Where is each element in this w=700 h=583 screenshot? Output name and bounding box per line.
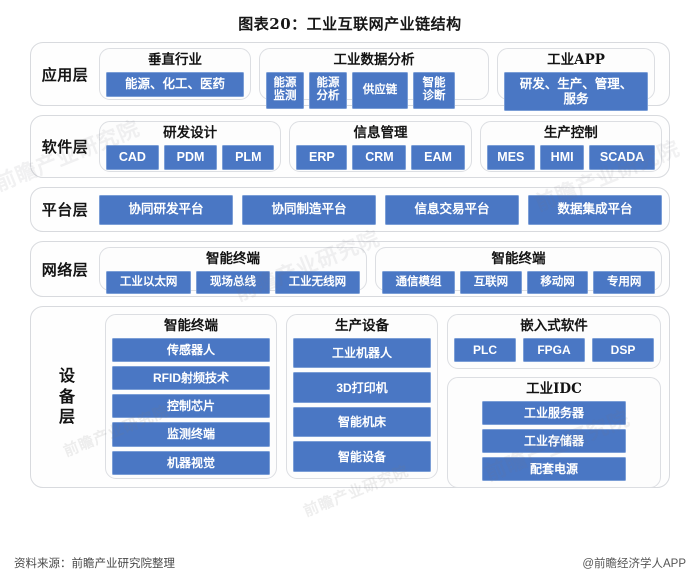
diagram-body: 应用层 垂直行业 能源、化工、医药 工业数据分析 能源 监测 能源 分析 供应链… [30, 42, 670, 489]
layer-label-char: 层 [58, 407, 77, 427]
source-note: 资料来源：前瞻产业研究院整理 [14, 558, 175, 570]
group-embedded-software: 嵌入式软件 PLC FPGA DSP [447, 314, 661, 370]
chip-sensor[interactable]: 传感器人 [112, 337, 270, 363]
group-information-management: 信息管理 ERP CRM EAM [289, 121, 472, 172]
chip-3d-printer[interactable]: 3D打印机 [293, 372, 431, 403]
chip-dsp[interactable]: DSP [592, 337, 654, 363]
group-industrial-data-analysis: 工业数据分析 能源 监测 能源 分析 供应链 智能 诊断 [259, 48, 489, 109]
chip-energy-monitoring[interactable]: 能源 监测 [266, 71, 304, 109]
chip-collaborative-manufacturing-platform[interactable]: 协同制造平台 [242, 194, 376, 225]
equipment-right-column: 嵌入式软件 PLC FPGA DSP 工业IDC 工业服务器 工业存储器 配套电… [447, 314, 661, 489]
group-rd-design: 研发设计 CAD PDM PLM [99, 121, 282, 172]
chip-plc[interactable]: PLC [454, 337, 516, 363]
group-title: 智能终端 [164, 318, 218, 334]
chip-smart-equipment[interactable]: 智能设备 [293, 441, 431, 472]
chip-rd-production-mgmt-service[interactable]: 研发、生产、管理、 服务 [504, 71, 648, 112]
group-smart-terminal-devices: 智能终端 传感器人 RFID射频技术 控制芯片 监测终端 机器视觉 [105, 314, 277, 479]
group-title: 工业数据分析 [333, 52, 415, 68]
layer-row-network: 网络层 智能终端 工业以太网 现场总线 工业无线网 智能终端 通信模组 互联网 … [30, 241, 670, 297]
chip-energy-chemical-pharma[interactable]: 能源、化工、医药 [106, 71, 244, 97]
group-vertical-industry: 垂直行业 能源、化工、医药 [99, 48, 251, 100]
chip-collaborative-rd-platform[interactable]: 协同研发平台 [99, 194, 233, 225]
brand-note: @前瞻经济学人APP [582, 558, 686, 570]
layer-label-software: 软件层 [41, 138, 89, 156]
chip-information-trading-platform[interactable]: 信息交易平台 [385, 194, 519, 225]
chip-industrial-robot[interactable]: 工业机器人 [293, 337, 431, 369]
chip-smart-machine-tool[interactable]: 智能机床 [293, 406, 431, 438]
chip-control-chip[interactable]: 控制芯片 [112, 394, 270, 419]
chip-crm[interactable]: CRM [352, 144, 407, 170]
chip-rfid-technology[interactable]: RFID射频技术 [112, 366, 270, 391]
chip-mobile-network[interactable]: 移动网 [526, 270, 589, 295]
chip-industrial-server[interactable]: 工业服务器 [482, 400, 626, 426]
page-title: 图表20：工业互联网产业链结构 [238, 15, 462, 33]
group-smart-terminal-wired: 智能终端 工业以太网 现场总线 工业无线网 [99, 247, 367, 295]
layer-label-application: 应用层 [41, 65, 89, 84]
chip-eam[interactable]: EAM [411, 144, 465, 170]
group-production-control: 生产控制 MES HMI SCADA [479, 121, 662, 172]
group-smart-terminal-network: 智能终端 通信模组 互联网 移动网 专用网 [375, 247, 662, 295]
layer-row-platform: 平台层 协同研发平台 协同制造平台 信息交易平台 数据集成平台 [30, 187, 670, 232]
chip-scada[interactable]: SCADA [589, 144, 655, 170]
chip-erp[interactable]: ERP [296, 144, 348, 170]
chip-private-network[interactable]: 专用网 [593, 270, 655, 295]
group-title: 工业APP [547, 52, 605, 68]
layer-row-equipment: 设 备 层 智能终端 传感器人 RFID射频技术 控制芯片 监测终端 机器视觉 … [30, 306, 670, 489]
chip-fieldbus[interactable]: 现场总线 [196, 270, 270, 295]
layer-row-software: 软件层 研发设计 CAD PDM PLM 信息管理 ERP CRM EAM [30, 115, 670, 178]
chip-machine-vision[interactable]: 机器视觉 [112, 450, 270, 475]
chip-cad[interactable]: CAD [106, 144, 159, 170]
group-industrial-app: 工业APP 研发、生产、管理、 服务 [497, 48, 655, 112]
group-title: 智能终端 [206, 251, 260, 267]
chip-industrial-ethernet[interactable]: 工业以太网 [106, 270, 192, 295]
group-title: 生产控制 [543, 125, 598, 141]
chip-monitoring-terminal[interactable]: 监测终端 [112, 422, 270, 447]
chip-smart-diagnosis[interactable]: 智能 诊断 [413, 71, 455, 109]
chip-hmi[interactable]: HMI [540, 144, 585, 170]
chip-supporting-power-supply[interactable]: 配套电源 [482, 457, 626, 482]
chip-fpga[interactable]: FPGA [523, 337, 585, 363]
chip-supply-chain[interactable]: 供应链 [352, 71, 408, 109]
layer-label-platform: 平台层 [41, 201, 89, 219]
group-title: 信息管理 [353, 125, 408, 141]
chip-mes[interactable]: MES [486, 144, 536, 170]
group-title: 嵌入式软件 [520, 318, 588, 334]
chip-internet[interactable]: 互联网 [460, 270, 522, 295]
group-title: 生产设备 [335, 318, 389, 334]
group-industrial-idc: 工业IDC 工业服务器 工业存储器 配套电源 [447, 377, 661, 489]
layer-label-char: 备 [58, 386, 77, 406]
chip-industrial-wireless[interactable]: 工业无线网 [274, 270, 361, 295]
chip-energy-analysis[interactable]: 能源 分析 [309, 71, 347, 109]
chip-communication-module[interactable]: 通信模组 [382, 270, 456, 295]
layer-label-char: 设 [58, 366, 77, 386]
chip-pdm[interactable]: PDM [163, 144, 218, 170]
layer-row-application: 应用层 垂直行业 能源、化工、医药 工业数据分析 能源 监测 能源 分析 供应链… [30, 42, 670, 112]
layer-label-equipment: 设 备 层 [31, 307, 105, 487]
group-title: 智能终端 [491, 251, 546, 267]
layer-label-network: 网络层 [41, 260, 89, 279]
group-title: 垂直行业 [148, 52, 202, 68]
group-title: 工业IDC [526, 381, 582, 398]
group-production-equipment: 生产设备 工业机器人 3D打印机 智能机床 智能设备 [286, 314, 438, 479]
group-title: 研发设计 [163, 125, 218, 141]
chip-industrial-storage[interactable]: 工业存储器 [482, 429, 626, 454]
chip-data-integration-platform[interactable]: 数据集成平台 [528, 194, 662, 225]
chip-plm[interactable]: PLM [222, 144, 275, 170]
footer: 资料来源：前瞻产业研究院整理 @前瞻经济学人APP [0, 555, 700, 571]
